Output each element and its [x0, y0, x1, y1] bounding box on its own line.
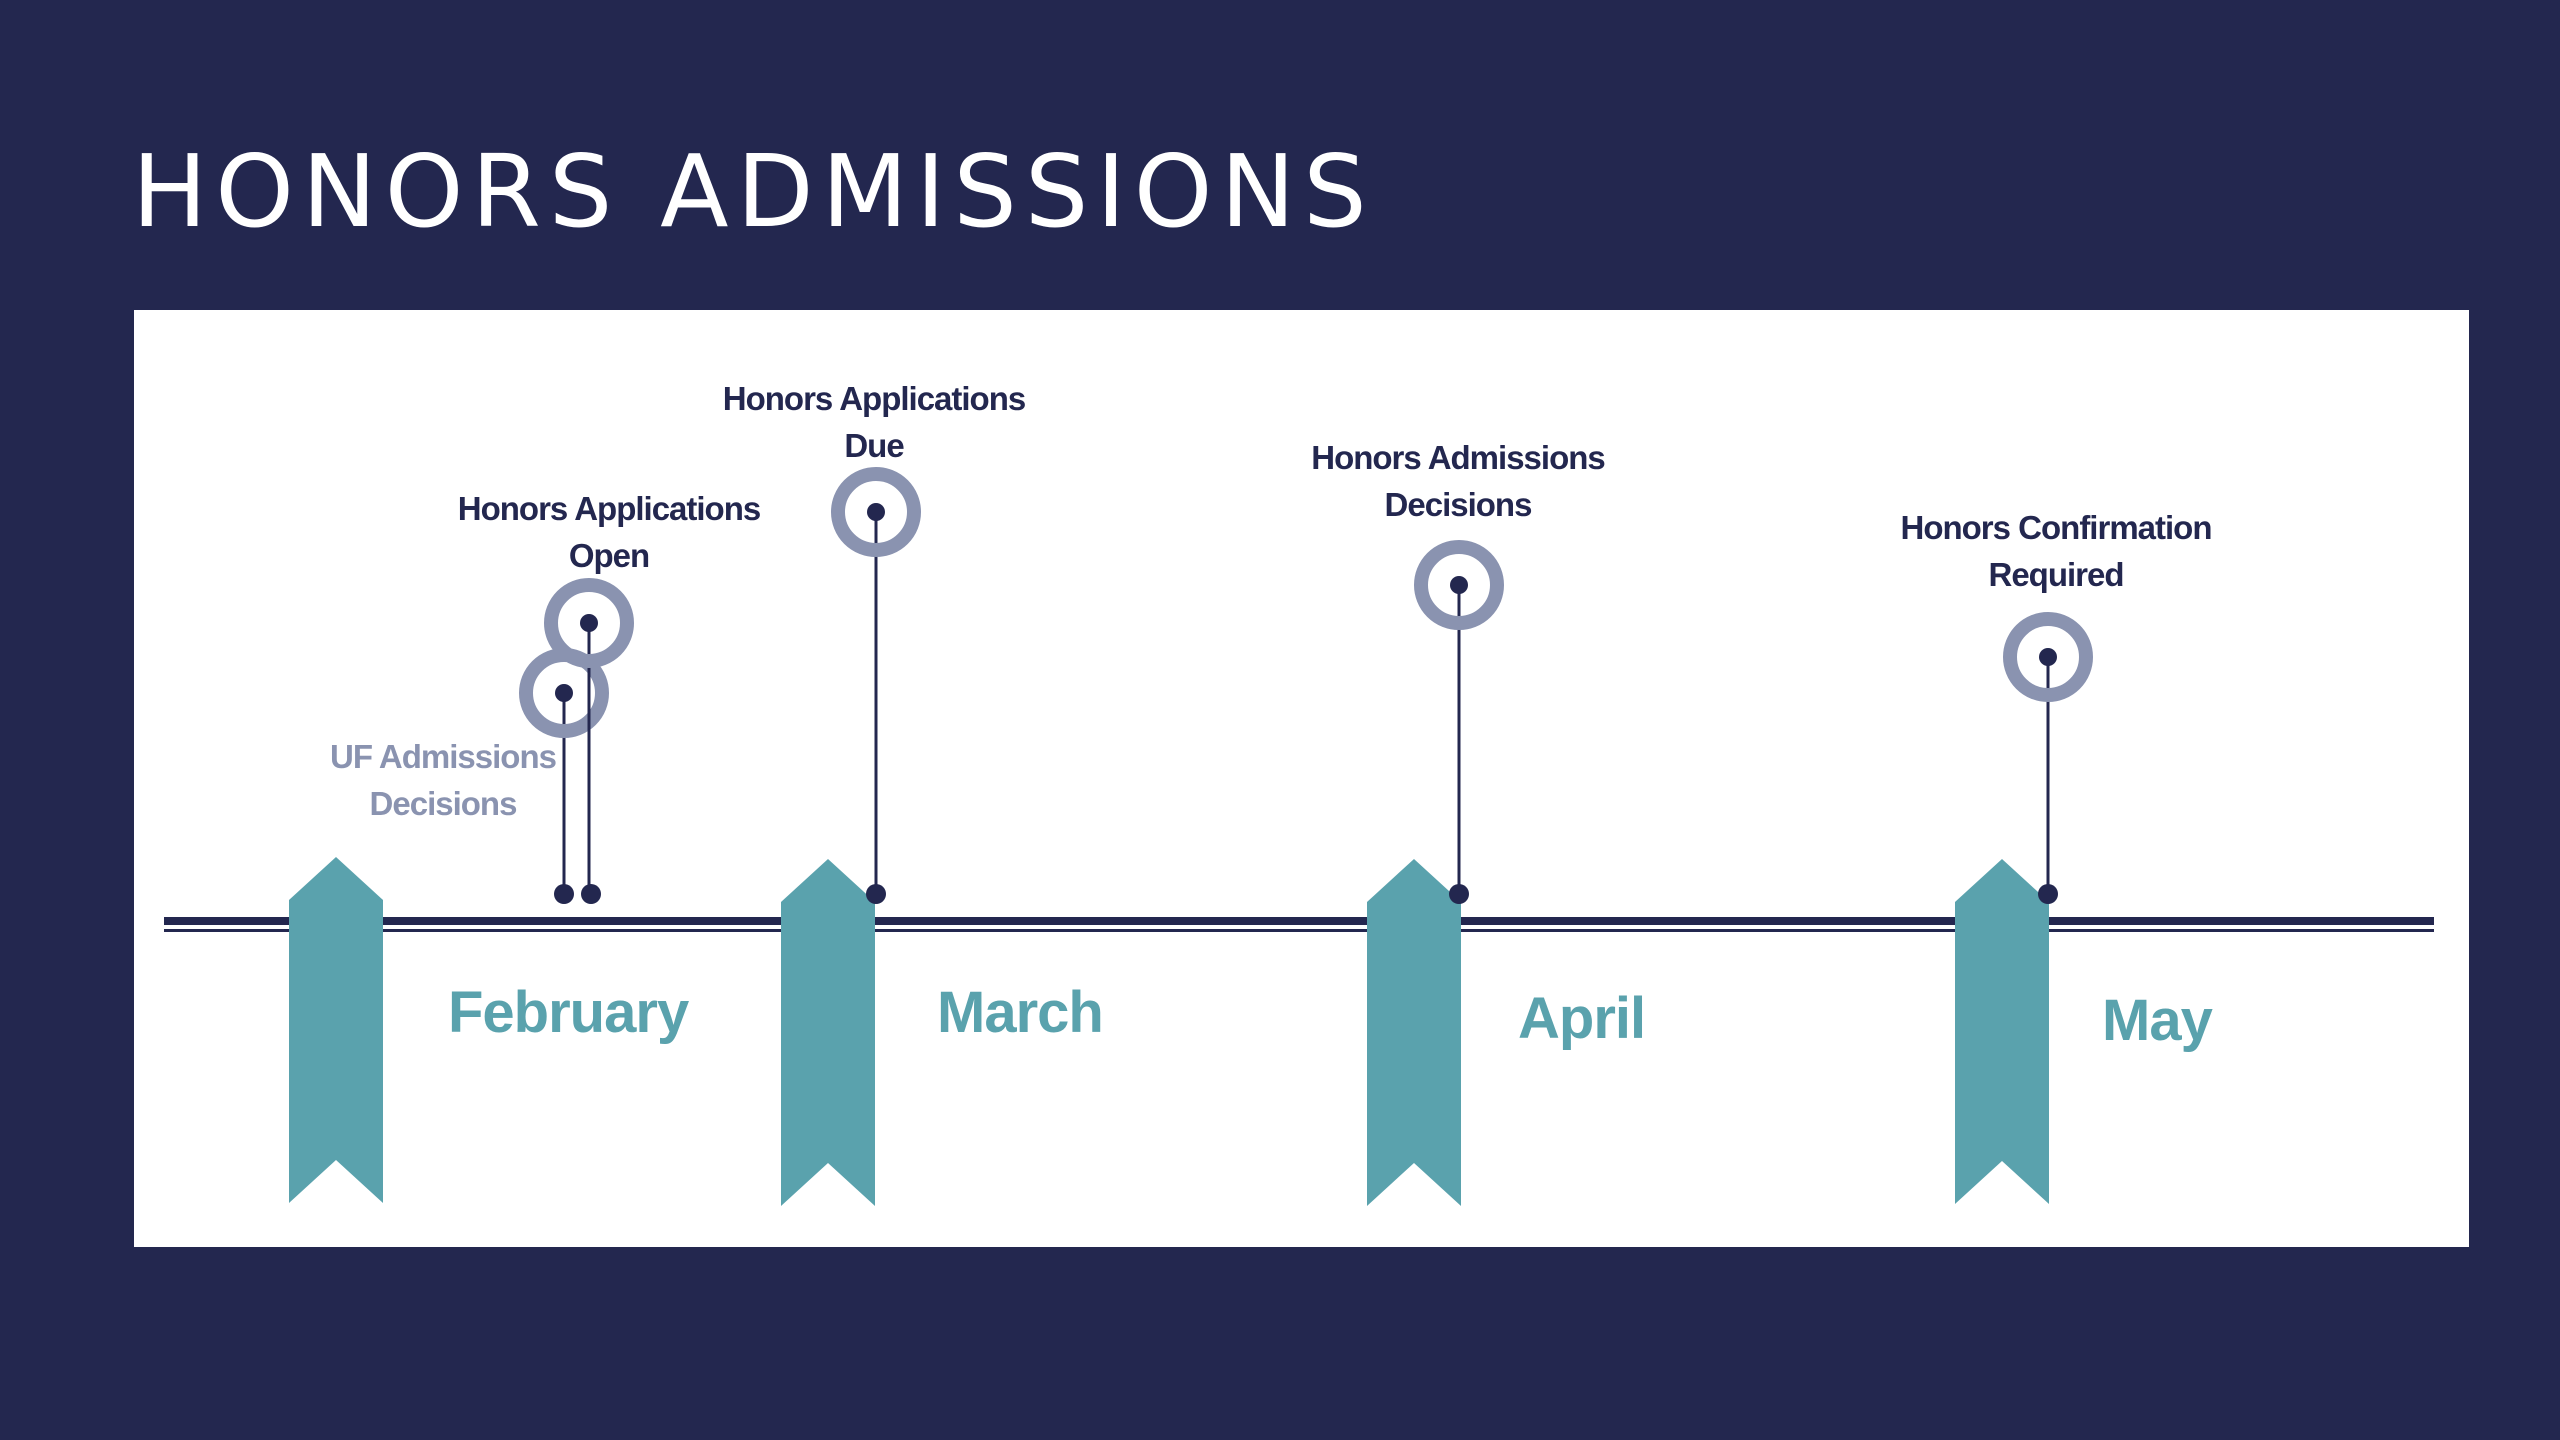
event-dot-admissions-decisions: [1450, 576, 1468, 594]
banner-february: [289, 900, 383, 1203]
month-label-march: March: [937, 980, 1104, 1045]
event-ring-confirmation-required: [2003, 612, 2093, 702]
page-title: HONORS ADMISSIONS: [132, 133, 1375, 250]
timeline-axis-underline: [164, 929, 2434, 932]
month-label-april: April: [1518, 986, 1646, 1051]
banner-march-tip: [781, 859, 875, 902]
event-base-dot-applications-due: [866, 884, 886, 904]
banner-april: [1367, 902, 1461, 1206]
event-ring-admissions-decisions: [1414, 540, 1504, 630]
timeline-panel: February March April May UF Admissions D…: [134, 310, 2469, 1247]
event-label-confirmation-required: Honors Confirmation Required: [1900, 509, 2213, 593]
event-label-admissions-decisions: Honors Admissions Decisions: [1311, 439, 1606, 523]
event-label-applications-due: Honors Applications Due: [722, 380, 1026, 464]
event-label-applications-open: Honors Applications Open: [457, 490, 761, 574]
event-dot-confirmation-required: [2039, 648, 2057, 666]
banner-may-tip: [1955, 859, 2049, 902]
event-label-uf-decisions: UF Admissions Decisions: [330, 738, 557, 822]
event-dot-applications-due: [867, 503, 885, 521]
banner-february-tip: [289, 857, 383, 900]
month-label-may: May: [2102, 988, 2213, 1053]
timeline-axis: [164, 917, 2434, 925]
event-base-dot-confirmation-required: [2038, 884, 2058, 904]
event-base-dot-applications-open: [581, 884, 601, 904]
banner-march: [781, 902, 875, 1206]
event-ring-applications-due: [831, 467, 921, 557]
event-base-dot-uf-decisions: [554, 884, 574, 904]
banner-april-tip: [1367, 859, 1461, 902]
timeline-graphic: [164, 467, 2434, 1206]
event-base-dot-admissions-decisions: [1449, 884, 1469, 904]
month-label-february: February: [448, 980, 689, 1045]
banner-may: [1955, 902, 2049, 1204]
event-dot-applications-open: [580, 614, 598, 632]
event-ring-applications-open: [544, 578, 634, 668]
event-dot-uf-decisions: [555, 684, 573, 702]
